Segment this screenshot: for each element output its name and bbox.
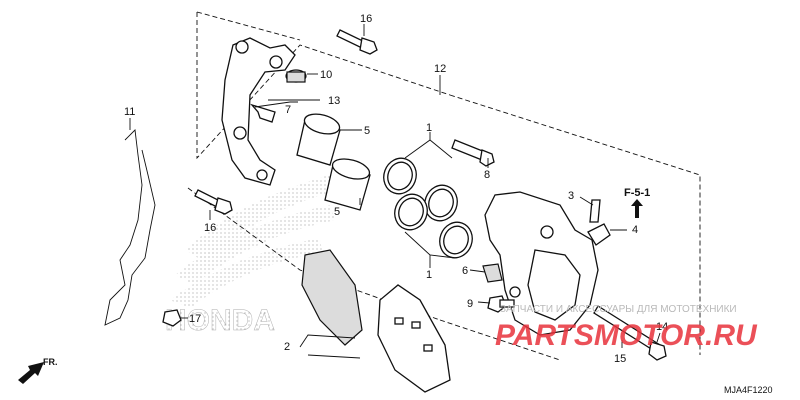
callout-4: 4 <box>632 224 638 236</box>
callout-5-upper: 5 <box>364 125 370 137</box>
assembly-frame-bracket <box>196 11 451 160</box>
callout-8: 8 <box>484 169 490 181</box>
caliper-bracket <box>221 37 296 186</box>
front-direction-indicator: FR. <box>18 357 58 384</box>
piston-upper <box>296 113 341 166</box>
piston-lower <box>324 158 371 211</box>
callout-6: 6 <box>462 265 468 277</box>
pin-plug <box>648 341 667 361</box>
reference-label: F-5-1 <box>624 187 650 199</box>
pad-spring <box>482 263 503 283</box>
pad-spring-wire <box>104 129 156 326</box>
callout-3: 3 <box>568 190 574 202</box>
callout-12: 12 <box>434 63 446 75</box>
leader-lines <box>129 24 661 359</box>
callout-15: 15 <box>614 353 626 365</box>
watermark-logo: PARTSMOTOR.RU <box>495 319 758 352</box>
front-direction-label: FR. <box>43 357 58 367</box>
boot-part <box>285 69 307 83</box>
callout-16-top: 16 <box>360 13 372 25</box>
callout-9: 9 <box>467 298 473 310</box>
front-arrow-icon <box>18 362 44 384</box>
callout-11: 11 <box>124 106 135 118</box>
callout-5-lower: 5 <box>334 206 340 218</box>
up-arrow-icon <box>631 199 643 218</box>
callout-14: 14 <box>656 321 668 333</box>
watermark-text: ЗАПЧАСТИ И АКСЕССУАРЫ ДЛЯ МОТОТЕХНИКИ <box>500 304 737 315</box>
brake-pad-rear <box>377 284 451 393</box>
bolt-lower <box>194 189 233 215</box>
assembly-frame-caliper <box>187 94 701 361</box>
callout-13: 13 <box>328 95 340 107</box>
callout-1-upper: 1 <box>426 122 432 134</box>
callout-16-lower: 16 <box>204 222 216 234</box>
caliper-body <box>484 191 599 336</box>
brake-pad-front <box>301 249 363 346</box>
bolt-top <box>336 29 378 55</box>
reference-marker: F-5-1 <box>624 187 650 218</box>
pad-clip <box>250 103 276 123</box>
callout-7: 7 <box>285 104 291 116</box>
callout-2: 2 <box>284 341 290 353</box>
honda-wing-watermark: HONDA <box>165 175 340 337</box>
bleeder-cap <box>587 223 611 246</box>
slide-pin <box>451 139 495 167</box>
callout-10: 10 <box>320 69 332 81</box>
piston-seals <box>383 157 473 259</box>
callout-1-lower: 1 <box>426 269 432 281</box>
bolt-9 <box>487 295 515 313</box>
bleeder-valve <box>589 199 601 223</box>
bolt-17 <box>162 309 182 327</box>
honda-watermark-text: HONDA <box>165 304 275 337</box>
callout-17: 17 <box>189 313 201 325</box>
diagram-code: MJA4F1220 <box>724 385 773 395</box>
